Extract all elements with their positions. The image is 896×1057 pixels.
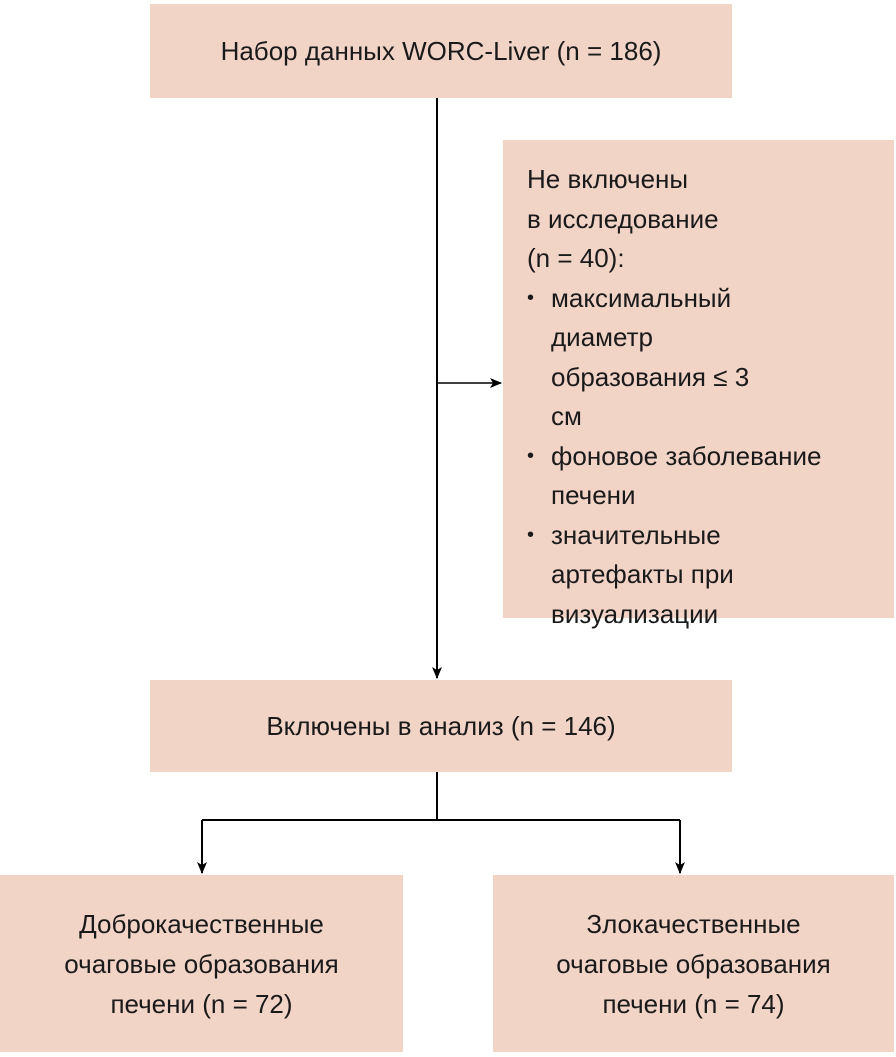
excluded-reason: максимальный диаметр образования ≤ 3 см [527, 279, 781, 437]
benign-line: печени (n = 72) [110, 988, 293, 1019]
benign-line: очаговые образования [64, 948, 339, 979]
excluded-reason: фоновое заболевание печени [527, 437, 881, 516]
excluded-title-3: (n = 40): [527, 243, 625, 273]
malignant-line: Злокачественные [586, 908, 801, 939]
included-label: Включены в анализ (n = 146) [266, 711, 616, 741]
excluded-title-2: в исследование [527, 203, 719, 234]
included-box: Включены в анализ (n = 146) [150, 680, 732, 772]
malignant-box: Злокачественные очаговые образования печ… [493, 875, 894, 1052]
malignant-line: очаговые образования [556, 948, 831, 979]
excluded-title-1: Не включены [527, 164, 689, 194]
dataset-box: Набор данных WORC-Liver (n = 186) [150, 4, 732, 98]
benign-box: Доброкачественные очаговые образования п… [0, 875, 403, 1052]
excluded-reason: значительные артефакты при визуализации [527, 516, 781, 635]
excluded-box: Не включены в исследование (n = 40): мак… [503, 140, 894, 629]
malignant-line: печени (n = 74) [602, 988, 785, 1019]
dataset-label: Набор данных WORC-Liver (n = 186) [220, 36, 662, 66]
benign-line: Доброкачественные [79, 908, 324, 939]
